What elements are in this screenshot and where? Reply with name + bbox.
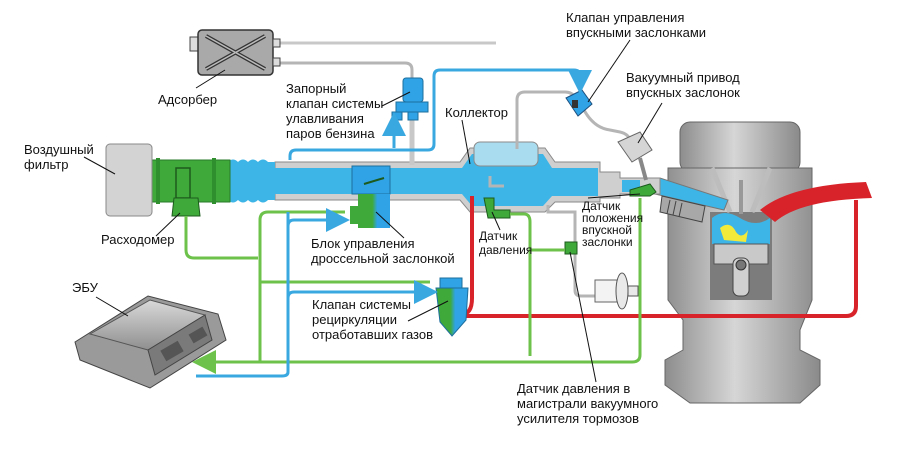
flowmeter-housing: [151, 159, 231, 203]
adsorber: [189, 29, 281, 76]
intake-valve: [709, 167, 733, 213]
air-filter: [105, 143, 153, 217]
label-line: заслонки: [582, 235, 633, 249]
label-purge-shutoff-valve: Запорный клапан системы улавливания паро…: [286, 81, 383, 141]
intake-collector-plenum: [473, 141, 539, 167]
label-intake-flap-position-sensor: Датчик положения впускной заслонки: [582, 200, 643, 248]
intake-tract: [105, 141, 661, 228]
ecu-unit: [74, 295, 227, 389]
label-line: дроссельной заслонкой: [311, 251, 455, 266]
line-to-egr: [286, 280, 438, 304]
label-line: Датчик: [582, 199, 621, 213]
wire-throttle: [258, 210, 345, 362]
intake-flap-vacuum-actuator: [617, 131, 653, 181]
piston-pin: [735, 259, 747, 271]
label-line: Воздушный: [24, 142, 94, 157]
label-intake-flap-control-valve: Клапан управления впускными заслонками: [566, 10, 706, 40]
label-flowmeter: Расходомер: [101, 232, 175, 247]
electrical-wiring: [184, 198, 642, 374]
label-line: фильтр: [24, 157, 69, 172]
label-line: Клапан управления: [566, 10, 685, 25]
line-to-flap-valve: [288, 68, 592, 160]
label-line: отработавших газов: [312, 327, 433, 342]
label-brake-booster-pressure-sensor: Датчик давления в магистрали вакуумного …: [517, 381, 658, 426]
wire-flowmeter: [184, 216, 258, 260]
label-line: паров бензина: [286, 126, 375, 141]
leader-lines: [83, 39, 663, 383]
label-pressure-sensor: Датчик давления: [479, 229, 532, 257]
engine-block: [639, 121, 872, 404]
label-throttle-control-unit: Блок управления дроссельной заслонкой: [311, 236, 455, 266]
label-line: впускной: [582, 223, 632, 237]
fuel-spray: [720, 224, 748, 242]
label-line: улавливания: [286, 111, 364, 126]
label-line: давления: [479, 243, 533, 257]
brake-booster-vacuum-line: [546, 205, 596, 298]
brake-booster: [594, 272, 639, 310]
throttle-flap: [363, 177, 385, 185]
exhaust-manifold: [760, 182, 872, 222]
label-adsorber: Адсорбер: [158, 92, 218, 107]
cylinder-head-cover: [679, 121, 801, 173]
label-line: рециркуляции: [312, 312, 398, 327]
wire-main-bus-to-ecu: [192, 198, 642, 374]
wire-pressure-sensor: [510, 212, 532, 356]
throttle-body: [351, 165, 391, 195]
label-line: Датчик: [479, 229, 518, 243]
label-line: Запорный: [286, 81, 347, 96]
exhaust-valve: [749, 167, 773, 213]
label-line: магистрали вакуумного: [517, 396, 659, 411]
label-ecu: ЭБУ: [72, 280, 98, 295]
label-line: Блок управления: [311, 236, 415, 251]
label-line: усилителя тормозов: [517, 411, 640, 426]
vacuum-control-lines: [196, 68, 592, 378]
label-line: Клапан системы: [312, 297, 412, 312]
label-line: впускных заслонок: [626, 85, 740, 100]
brake-booster-pressure-sensor: [564, 241, 578, 255]
label-line: клапан системы: [286, 96, 384, 111]
label-collector: Коллектор: [445, 105, 509, 120]
exhaust-return-line: [460, 200, 858, 318]
label-line: впускными заслонками: [566, 25, 707, 40]
label-line: Вакуумный привод: [626, 70, 740, 85]
line-to-ecu: [196, 212, 290, 378]
throttle-control-unit: [358, 194, 390, 228]
line-to-throttle: [286, 208, 350, 232]
label-egr-valve: Клапан системы рециркуляции отработавших…: [312, 297, 433, 342]
fuel-injector: [659, 195, 706, 223]
purge-shutoff-valve: [391, 77, 429, 121]
adsorber-purge-line: [280, 61, 414, 80]
egr-valve: [435, 277, 469, 337]
flowmeter-sensor: [171, 197, 201, 217]
label-line: положения: [582, 211, 644, 225]
label-intake-flap-vacuum-actuator: Вакуумный привод впускных заслонок: [626, 70, 740, 100]
label-air-filter: Воздушный фильтр: [24, 142, 94, 172]
intake-pressure-sensor: [483, 197, 511, 219]
collector-inner-tube: [488, 176, 504, 188]
corrugated-air-hose: [228, 159, 275, 203]
label-line: Датчик давления в: [517, 381, 631, 396]
